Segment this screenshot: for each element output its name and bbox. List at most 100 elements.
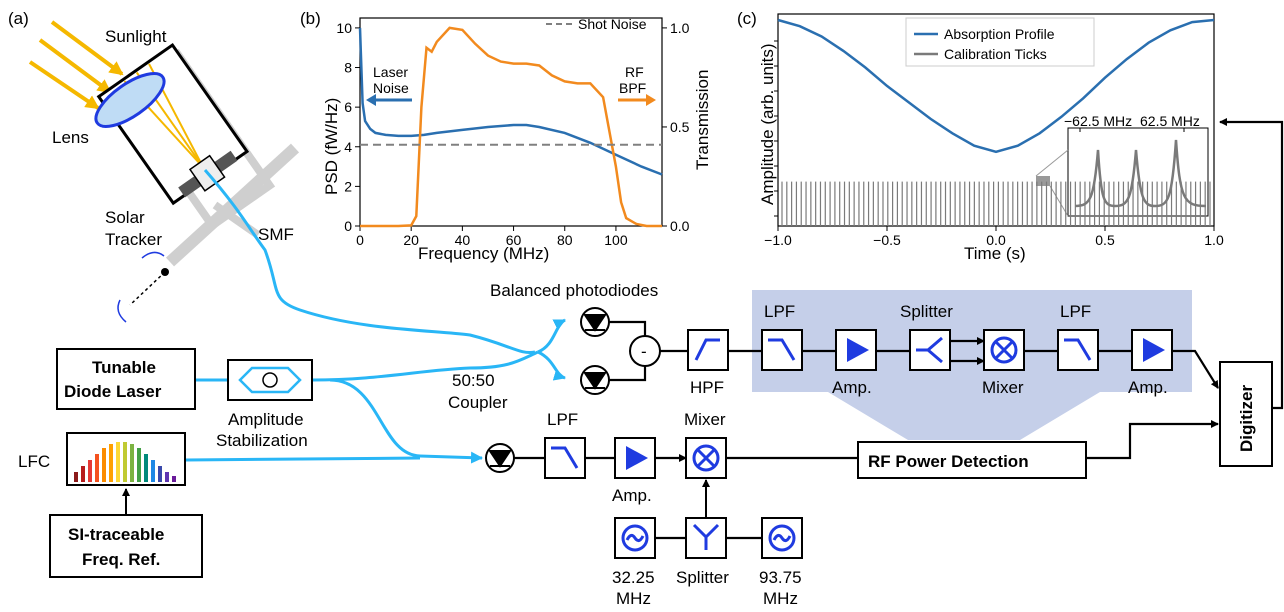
legend-ticks-label: Calibration Ticks [944, 46, 1047, 62]
lpf-icon [768, 338, 796, 361]
comb-line [130, 444, 134, 482]
comb-spectrum-icon [74, 442, 176, 482]
chart-b-xtick-label: 100 [604, 232, 628, 248]
chart-b-y2tick-label: 0.0 [670, 218, 690, 234]
rf-bpf-label-1: RF [625, 64, 644, 80]
digitizer-box [1219, 361, 1273, 467]
lens-icon [94, 72, 166, 128]
chart-c-ylabel: Amplitude (arb. units) [758, 43, 777, 205]
telescope [96, 42, 250, 206]
interferometer-icon [238, 366, 302, 394]
tunable-laser-label-1: Tunable [92, 358, 156, 377]
amp-label-3: Amp. [612, 486, 652, 505]
chart-b-xtick-label: 0 [356, 232, 364, 248]
amp-label-1: Amp. [832, 378, 872, 397]
legend-absorption-label: Absorption Profile [944, 26, 1055, 42]
splitter-icon [692, 523, 720, 550]
comb-line [109, 444, 113, 482]
chart-b-y2label: Transmission [693, 70, 712, 170]
chart-b-xtick-label: 40 [455, 232, 471, 248]
amp-stab-label-1: Amplitude [228, 410, 304, 429]
chart-c-series-absorption-profile [777, 18, 1215, 154]
freq2-label-1: 93.75 [759, 568, 802, 587]
inset-peaks [1074, 139, 1207, 208]
rotation-arrow-icon [141, 251, 165, 259]
chart-b-xtick-label: 80 [557, 232, 573, 248]
wire [609, 320, 647, 336]
zoom-line [1049, 185, 1069, 217]
amp-stab-label-2: Stabilization [216, 431, 308, 450]
hpf-icon [694, 338, 720, 361]
lpf-box-3 [544, 437, 586, 479]
hpf-label: HPF [690, 378, 724, 397]
fiber-lfc [185, 456, 421, 462]
mixer-icon [990, 336, 1018, 364]
chart-b-xtick-label: 60 [506, 232, 522, 248]
comb-line [137, 448, 141, 482]
comb-line [123, 442, 127, 482]
chart-c-xtick-label: 0.0 [986, 232, 1006, 248]
comb-line [81, 466, 85, 482]
lfc-label: LFC [18, 452, 50, 471]
comb-line [116, 442, 120, 482]
chart-b-ylabel: PSD (fW/Hz) [322, 98, 341, 195]
freq1-label-1: 32.25 [612, 568, 655, 587]
lpf-box-2 [1057, 329, 1099, 371]
digitizer-label: Digitizer [1237, 385, 1256, 452]
photodiode-2 [580, 365, 610, 395]
pivot-axis [129, 271, 166, 306]
comb-line [74, 472, 78, 482]
chart-c-xtick-label: 1.0 [1204, 232, 1224, 248]
mixer-label-2: Mixer [684, 410, 726, 429]
chart-b-ytick-label: 4 [344, 139, 352, 155]
solar-tracker-illustration: Sunlight Lens Solar Tracker SMF [28, 20, 300, 323]
chart-b: Frequency (MHz) PSD (fW/Hz) Transmission… [322, 16, 712, 263]
photodiode-1 [580, 307, 610, 337]
solar-tracker-label-1: Solar [105, 208, 145, 227]
freq-ref-box [49, 514, 203, 578]
rf-power-detection-box [857, 441, 1087, 479]
hpf-box [687, 329, 729, 371]
splitter-label-2: Splitter [676, 568, 729, 587]
chart-b-ytick-label: 2 [344, 178, 352, 194]
chart-b-xlabel: Frequency (MHz) [418, 244, 549, 263]
amplifier-icon [1143, 338, 1165, 362]
comb-line [102, 448, 106, 482]
laser-noise-arrowhead [366, 94, 376, 106]
zoom-line [1035, 149, 1069, 177]
comb-line [95, 454, 99, 482]
wire [1086, 420, 1219, 460]
comb-line [88, 460, 92, 482]
coupler-label-1: 50:50 [452, 371, 495, 390]
chart-b-ytick-label: 0 [344, 218, 352, 234]
phase-shifter-icon [262, 372, 278, 388]
tunable-laser-box [56, 348, 196, 410]
lpf-label-2: LPF [1060, 302, 1091, 321]
laser-noise-label-1: Laser [373, 64, 408, 80]
freq-ref-label-1: SI-traceable [68, 525, 164, 544]
rf-power-detection-label: RF Power Detection [868, 452, 1029, 471]
freq-ref-label-2: Freq. Ref. [82, 550, 160, 569]
inset-label-right: 62.5 MHz [1140, 113, 1200, 129]
chart-b-y2tick-label: 0.5 [670, 119, 690, 135]
splitter-icon [916, 336, 943, 364]
lpf-label-3: LPF [547, 410, 578, 429]
chart-b-frame [359, 17, 663, 227]
fiber-to-pd1 [537, 318, 566, 354]
lpf-icon [1064, 338, 1092, 361]
oscillator-icon [621, 524, 649, 552]
freq1-label-2: MHz [616, 589, 651, 608]
fiber-to-lfc-pd [329, 378, 483, 464]
rf-bpf-label-2: BPF [619, 80, 646, 96]
fiber-smf [203, 169, 536, 355]
chart-c-xtick-label: −1.0 [764, 232, 792, 248]
smf-label: SMF [258, 225, 294, 244]
chart-b-ytick-label: 8 [344, 60, 352, 76]
chart-b-series-psd [358, 27, 663, 176]
splitter-label-1: Splitter [900, 302, 953, 321]
panel-a-label: (a) [8, 9, 29, 28]
wire [1172, 349, 1219, 389]
rf-bpf-arrowhead [646, 94, 656, 106]
amp-label-2: Amp. [1128, 378, 1168, 397]
